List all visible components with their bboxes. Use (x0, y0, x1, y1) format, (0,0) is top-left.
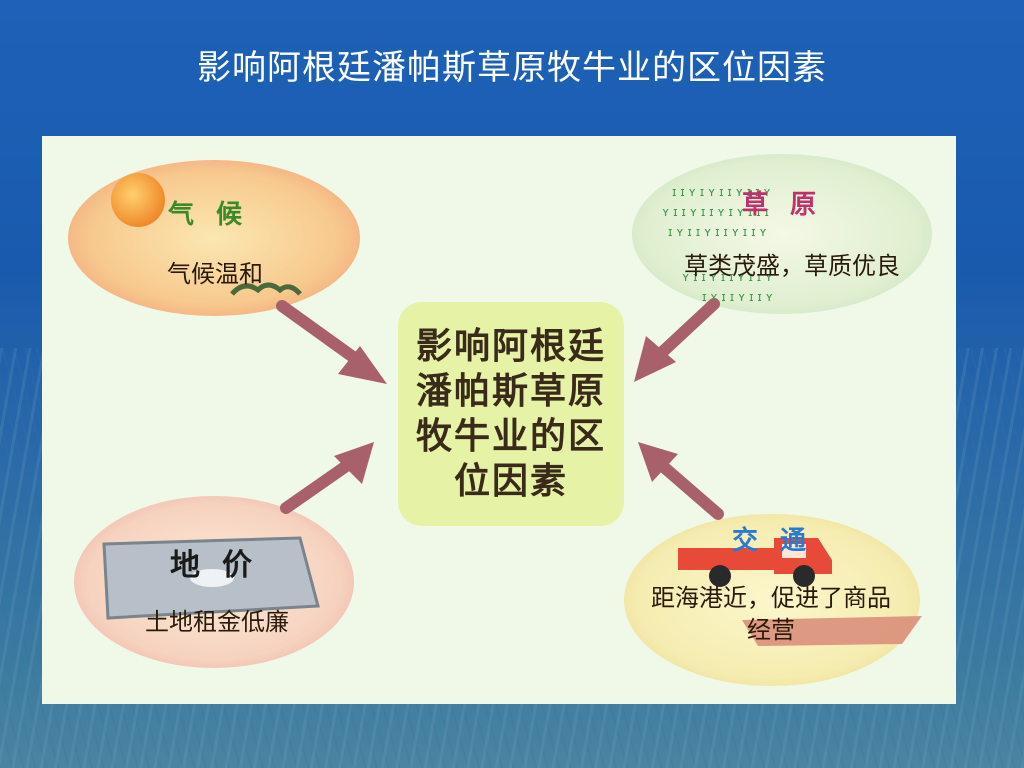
land-price-desc: 土地租金低廉 (145, 608, 289, 636)
arrow-land-to-center (280, 442, 374, 514)
diagram-panel: ɪ ɪ ʏ ɪ ʏ ɪ ɪ ʏ ɪ ɪ ʏ ʏ ɪ ɪ ʏ ɪ ɪ ʏ ɪ ʏ … (42, 136, 956, 704)
land-price-title: 地价 (170, 548, 274, 583)
svg-text:ɪ ʏ ɪ ɪ ʏ ɪ ɪ ʏ: ɪ ʏ ɪ ɪ ʏ ɪ ɪ ʏ (702, 290, 773, 304)
center-topic-box: 影响阿根廷潘帕斯草原牧牛业的区位因素 (398, 302, 624, 526)
svg-text:ʏ ɪ ɪ ʏ ɪ ɪ ʏ ɪ ʏ ɪ ɪ ɪ: ʏ ɪ ɪ ʏ ɪ ɪ ʏ ɪ ʏ ɪ ɪ ɪ (662, 205, 769, 219)
ship-icon (742, 616, 922, 646)
arrow-transport-to-center (638, 442, 724, 520)
center-topic-text: 影响阿根廷潘帕斯草原牧牛业的区位因素 (415, 325, 606, 502)
plant-icon (230, 282, 302, 296)
grassland-bubble (632, 154, 932, 314)
sun-icon (111, 173, 165, 227)
climate-title: 气候 (168, 200, 265, 230)
svg-text:ɪ ɪ ʏ ɪ ʏ ɪ ɪ ʏ ɪ ɪ ʏ: ɪ ɪ ʏ ɪ ʏ ɪ ɪ ʏ ɪ ɪ ʏ (672, 185, 771, 199)
transport-title: 交通 (732, 526, 829, 556)
truck-icon (678, 538, 832, 587)
arrow-grass-to-center (634, 298, 720, 382)
grassland-desc: 草类茂盛，草质优良 (684, 252, 900, 280)
arrow-climate-to-center (276, 300, 387, 384)
transport-desc: 距海港近，促进了商品经营 (651, 584, 891, 644)
diagram-graphics: ɪ ɪ ʏ ɪ ʏ ɪ ɪ ʏ ɪ ɪ ʏ ʏ ɪ ɪ ʏ ɪ ɪ ʏ ɪ ʏ … (68, 154, 932, 686)
grass-pattern-icon: ɪ ɪ ʏ ɪ ʏ ɪ ɪ ʏ ɪ ɪ ʏ ʏ ɪ ɪ ʏ ɪ ɪ ʏ ɪ ʏ … (662, 185, 773, 304)
climate-bubble (68, 160, 360, 316)
svg-text:ɪ ʏ ɪ ɪ ʏ ɪ ɪ ʏ ɪ ɪ ʏ: ɪ ʏ ɪ ɪ ʏ ɪ ɪ ʏ ɪ ɪ ʏ (668, 225, 767, 239)
svg-text:ʏ ɪ ɪ ʏ ɪ ɪ ʏ ɪ ɪ ʏ: ʏ ɪ ɪ ʏ ɪ ɪ ʏ ɪ ɪ ʏ (682, 270, 772, 284)
page-title: 影响阿根廷潘帕斯草原牧牛业的区位因素 (197, 48, 827, 88)
grassland-title: 草原 (742, 190, 839, 220)
climate-desc: 气候温和 (167, 260, 263, 288)
